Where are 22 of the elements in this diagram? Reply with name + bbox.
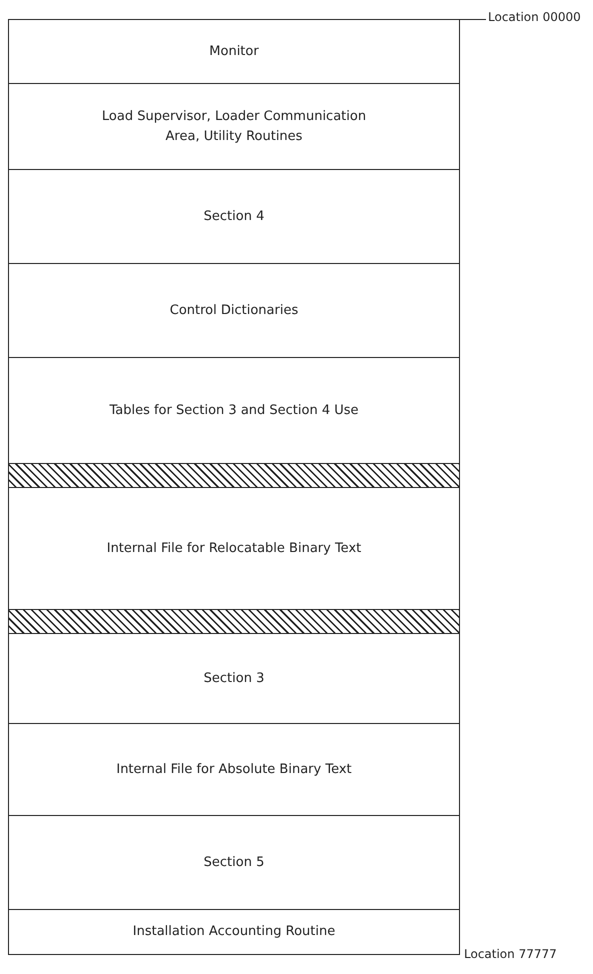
memory-block (8, 634, 460, 724)
memory-block (8, 20, 460, 84)
address-label: Location 00000 (488, 10, 581, 24)
memory-block (8, 264, 460, 358)
block-label: Section 3 (204, 670, 264, 688)
block-label: Control Dictionaries (170, 302, 298, 320)
block-label: Load Supervisor, Loader Communication Area, Utility Routines (100, 108, 368, 146)
block-label: Section 5 (204, 854, 264, 872)
memory-block (8, 170, 460, 264)
hatched-band (8, 610, 460, 634)
block-label: Internal File for Relocatable Binary Text (106, 540, 362, 558)
block-label: Internal File for Absolute Binary Text (116, 760, 352, 779)
memory-block (8, 84, 460, 170)
memory-block (8, 910, 460, 955)
address-label: Location 77777 (464, 947, 557, 961)
block-label: Section 4 (204, 208, 264, 226)
memory-block (8, 724, 460, 816)
hatched-band (8, 464, 460, 488)
block-label: Monitor (209, 42, 259, 61)
block-label: Tables for Section 3 and Section 4 Use (109, 402, 359, 420)
memory-block (8, 816, 460, 910)
block-label: Installation Accounting Routine (132, 923, 336, 942)
